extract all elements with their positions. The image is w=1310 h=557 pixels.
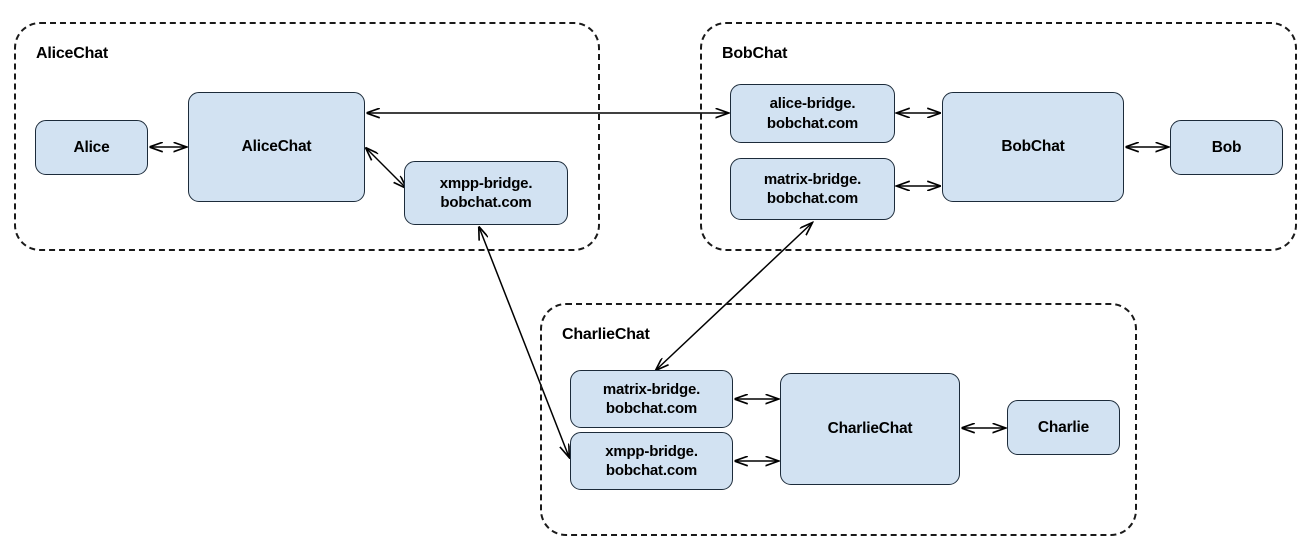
node-alicechat[interactable]: AliceChat bbox=[188, 92, 365, 202]
node-charliechat-label: CharlieChat bbox=[828, 419, 913, 439]
zone-charliechat bbox=[540, 303, 1137, 536]
node-bob-matrix-bridge-label-line: bobchat.com bbox=[766, 190, 859, 207]
node-charliechat[interactable]: CharlieChat bbox=[780, 373, 960, 485]
node-charlie-matrix-bridge-label-line: matrix-bridge. bbox=[602, 380, 701, 398]
node-charliechat-label-line: CharlieChat bbox=[827, 420, 913, 438]
node-charlie-xmpp-bridge-label-line: bobchat.com bbox=[605, 462, 698, 479]
node-bob-label: Bob bbox=[1212, 138, 1242, 158]
node-alice-xmpp-bridge-label-line: bobchat.com bbox=[440, 194, 532, 211]
node-alicechat-label: AliceChat bbox=[242, 137, 312, 157]
node-bobchat-label: BobChat bbox=[1001, 137, 1064, 157]
node-alicechat-label-line: AliceChat bbox=[241, 138, 312, 156]
zone-charliechat-label: CharlieChat bbox=[562, 326, 650, 343]
node-charlie-matrix-bridge-label: matrix-bridge. bobchat.com bbox=[603, 380, 700, 418]
node-charlie-label-line: Charlie bbox=[1037, 418, 1090, 436]
node-alice-xmpp-bridge-label-line: xmpp-bridge. bbox=[439, 174, 533, 192]
node-bob-alice-bridge-label-line: alice-bridge. bbox=[769, 95, 856, 113]
node-bob-matrix-bridge-label: matrix-bridge. bobchat.com bbox=[764, 170, 861, 208]
node-bob-alice-bridge-label: alice-bridge.bobchat.com bbox=[767, 94, 858, 132]
node-charlie[interactable]: Charlie bbox=[1007, 400, 1120, 455]
zone-alicechat-label: AliceChat bbox=[36, 45, 108, 62]
node-bobchat[interactable]: BobChat bbox=[942, 92, 1124, 202]
node-charlie-xmpp-bridge[interactable]: xmpp-bridge. bobchat.com bbox=[570, 432, 733, 490]
zone-bobchat-label: BobChat bbox=[722, 45, 788, 62]
node-bob[interactable]: Bob bbox=[1170, 120, 1283, 175]
node-alice-xmpp-bridge[interactable]: xmpp-bridge. bobchat.com bbox=[404, 161, 568, 225]
node-charlie-label: Charlie bbox=[1038, 418, 1089, 438]
zone-bobchat bbox=[700, 22, 1297, 251]
node-charlie-matrix-bridge[interactable]: matrix-bridge. bobchat.com bbox=[570, 370, 733, 428]
node-bob-matrix-bridge[interactable]: matrix-bridge. bobchat.com bbox=[730, 158, 895, 220]
node-charlie-xmpp-bridge-label: xmpp-bridge. bobchat.com bbox=[605, 442, 698, 480]
node-charlie-xmpp-bridge-label-line: xmpp-bridge. bbox=[605, 442, 698, 460]
node-bob-label-line: Bob bbox=[1211, 138, 1242, 156]
node-alice-label-line: Alice bbox=[73, 138, 110, 156]
zone-alicechat bbox=[14, 22, 600, 251]
node-alice[interactable]: Alice bbox=[35, 120, 148, 175]
node-charlie-matrix-bridge-label-line: bobchat.com bbox=[605, 400, 698, 417]
node-bob-matrix-bridge-label-line: matrix-bridge. bbox=[763, 170, 862, 188]
node-alice-label: Alice bbox=[73, 138, 109, 158]
node-bob-alice-bridge-label-line: bobchat.com bbox=[766, 114, 859, 132]
node-bobchat-label-line: BobChat bbox=[1001, 138, 1065, 156]
node-bob-alice-bridge[interactable]: alice-bridge.bobchat.com bbox=[730, 84, 895, 143]
node-alice-xmpp-bridge-label: xmpp-bridge. bobchat.com bbox=[440, 174, 533, 212]
